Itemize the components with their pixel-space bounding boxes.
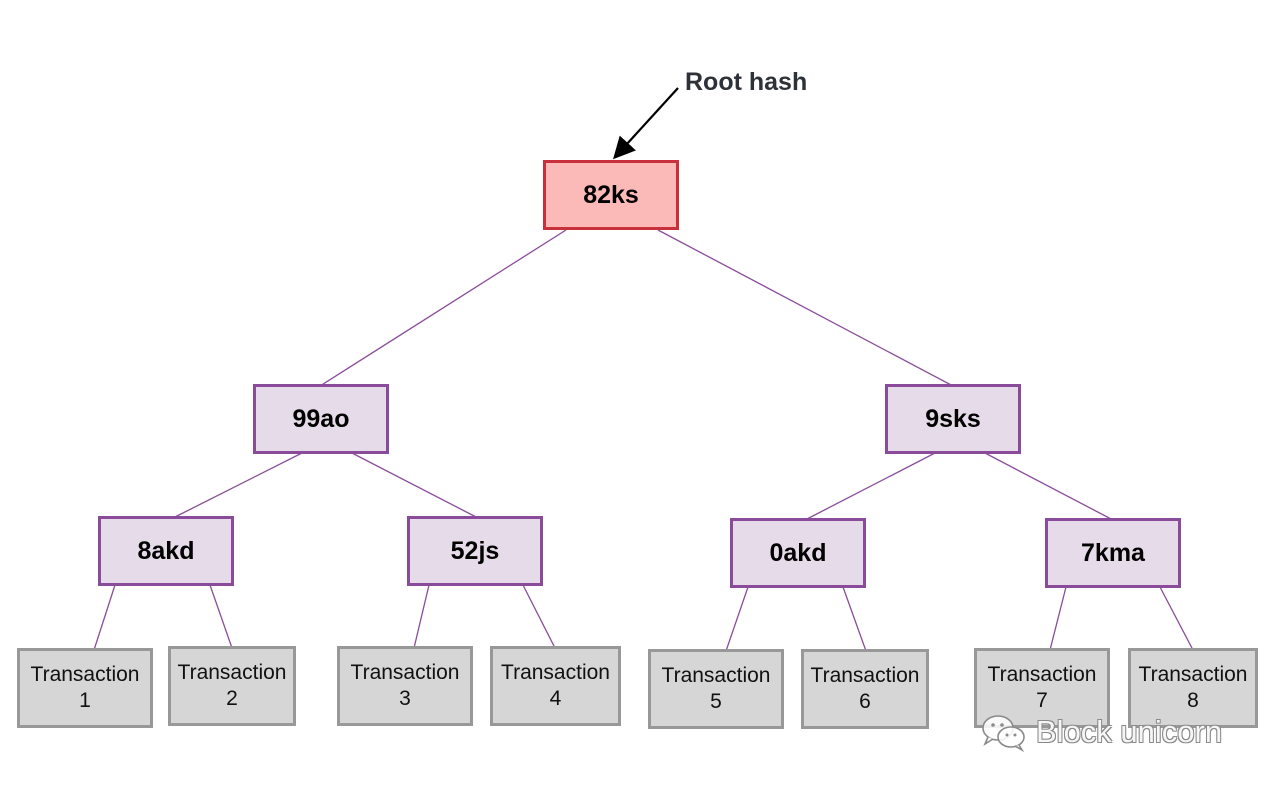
transaction-label: Transaction (30, 663, 140, 686)
hash-node-8akd: 8akd (98, 516, 234, 586)
edge-8akd-tx2 (209, 584, 233, 649)
transaction-number: 3 (399, 687, 411, 710)
edge-7kma-tx8 (1159, 586, 1194, 651)
transaction-label: Transaction (1138, 663, 1248, 686)
transaction-label: Transaction (177, 661, 287, 684)
edge-0akd-tx5 (725, 586, 749, 652)
transaction-number: 8 (1187, 689, 1199, 712)
transaction-label: Transaction (501, 661, 610, 684)
hash-node-52js: 52js (407, 516, 543, 586)
hash-node-9sks: 9sks (885, 384, 1021, 454)
edge-9sks-7kma (984, 452, 1114, 521)
edge-0akd-tx6 (842, 586, 867, 652)
watermark-text: Block unicorn (1036, 714, 1223, 749)
edge-root-99ao (319, 229, 567, 387)
transaction-number: 5 (710, 690, 722, 713)
transaction-label: Transaction (661, 664, 771, 687)
transaction-node-5: Transaction 5 (648, 649, 784, 729)
transaction-label: Transaction (350, 661, 460, 684)
hash-node-99ao: 99ao (253, 384, 389, 454)
transaction-number: 6 (859, 690, 871, 713)
transaction-label: Transaction (810, 664, 920, 687)
root-hash-label: Root hash (685, 68, 808, 96)
edge-7kma-tx7 (1049, 586, 1067, 651)
transaction-number: 1 (79, 689, 91, 712)
transaction-node-8: Transaction 8 (1128, 648, 1258, 728)
root-hash-arrow (613, 87, 679, 160)
edge-52js-tx3 (413, 584, 430, 649)
transaction-node-4: Transaction 4 (490, 646, 621, 726)
root-hash-node: 82ks (543, 160, 679, 230)
watermark: Block unicorn (980, 712, 1222, 752)
transaction-node-7: Transaction 7 (974, 648, 1110, 728)
transaction-number: 2 (226, 687, 238, 710)
hash-node-7kma: 7kma (1045, 518, 1181, 588)
transaction-label: Transaction (987, 663, 1097, 686)
transaction-number: 4 (549, 687, 562, 710)
edge-root-9sks (657, 229, 954, 387)
transaction-node-3: Transaction 3 (337, 646, 473, 726)
hash-node-0akd: 0akd (730, 518, 866, 588)
transaction-node-2: Transaction 2 (168, 646, 296, 726)
edge-99ao-8akd (172, 452, 303, 519)
edge-99ao-52js (351, 452, 479, 519)
transaction-node-1: Transaction 1 (17, 648, 153, 728)
edge-9sks-0akd (804, 452, 936, 521)
transaction-number: 7 (1036, 689, 1048, 712)
transaction-node-6: Transaction 6 (801, 649, 929, 729)
edge-52js-tx4 (522, 584, 556, 649)
edge-8akd-tx1 (93, 584, 116, 651)
wechat-icon (982, 715, 1025, 752)
